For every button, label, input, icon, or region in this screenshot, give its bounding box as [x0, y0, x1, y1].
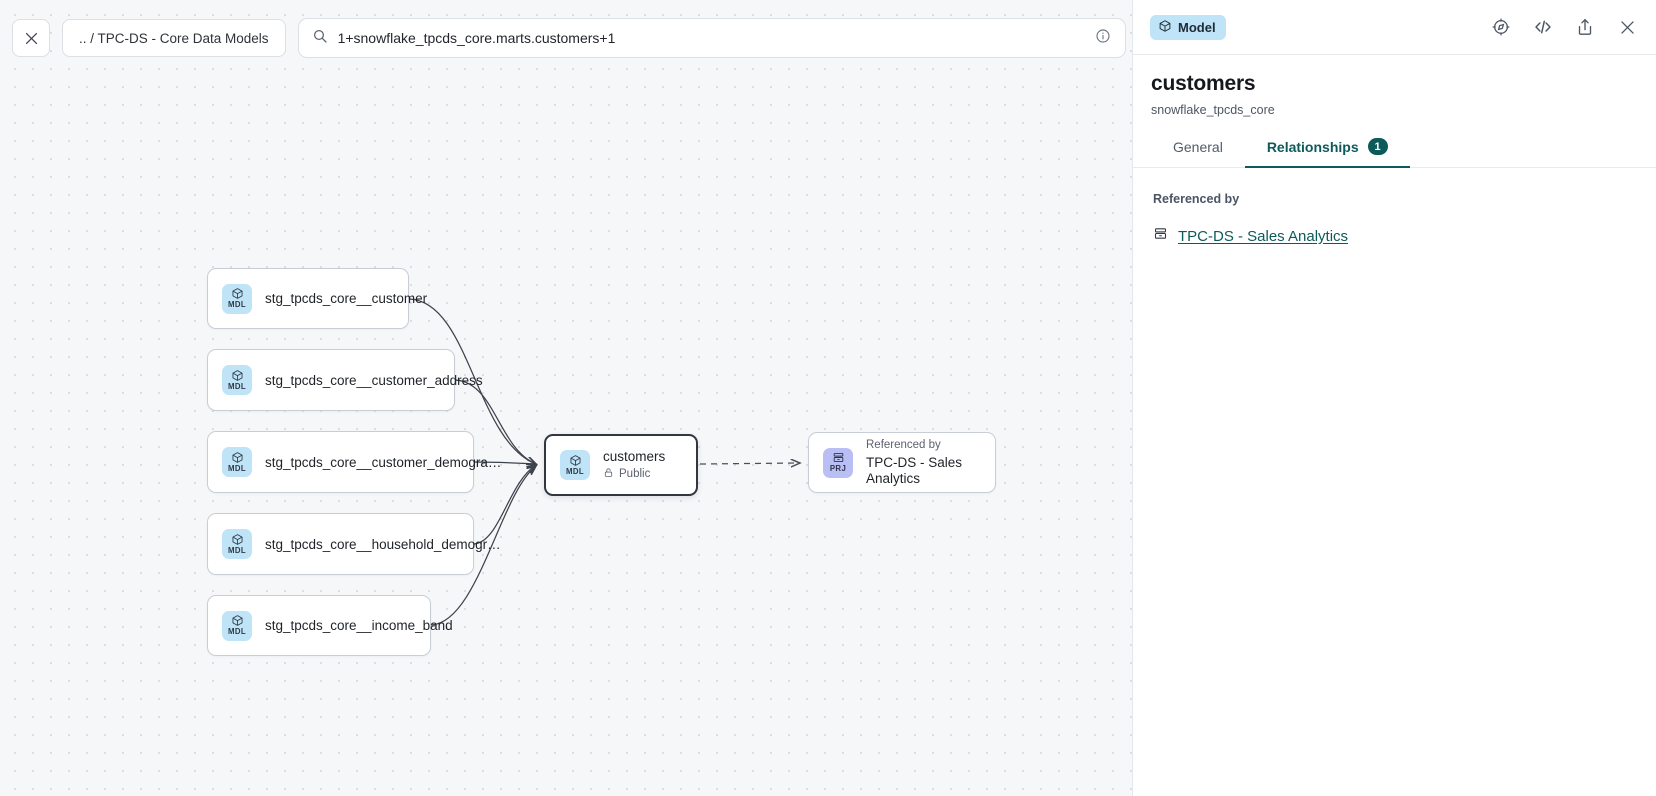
panel-actions: [1490, 16, 1638, 38]
graph-node-project[interactable]: PRJ Referenced by TPC-DS - Sales Analyti…: [808, 432, 996, 493]
node-text: Referenced by TPC-DS - Sales Analytics: [866, 438, 981, 487]
reference-link[interactable]: TPC-DS - Sales Analytics: [1178, 227, 1349, 245]
breadcrumb[interactable]: .. / TPC-DS - Core Data Models: [62, 19, 286, 57]
section-label: Referenced by: [1153, 192, 1240, 206]
project-icon: [1153, 226, 1168, 246]
badge-text: MDL: [227, 300, 247, 309]
compass-icon[interactable]: [1490, 16, 1512, 38]
close-icon: [23, 30, 40, 47]
tab-label: General: [1173, 139, 1223, 155]
cube-icon: [1158, 19, 1172, 36]
node-label: stg_tpcds_core__household_demogr…: [265, 536, 501, 552]
tab-label: Relationships: [1266, 138, 1359, 155]
type-chip-label: Model: [1178, 19, 1216, 35]
graph-node[interactable]: MDL stg_tpcds_core__customer_demogra…: [207, 431, 501, 493]
page-title: customers: [1151, 72, 1256, 95]
badge-text: MDL: [227, 463, 247, 473]
node-label: stg_tpcds_core__customer: [265, 291, 428, 306]
graph-node[interactable]: MDL stg_tpcds_core__household_demogr…: [207, 513, 501, 575]
canvas-toolbar: .. / TPC-DS - Core Data Models 1+snowfla…: [12, 18, 1132, 58]
mdl-badge: MDL: [222, 365, 252, 395]
breadcrumb-label: .. / TPC-DS - Core Data Models: [79, 30, 269, 46]
details-panel: Model: [1132, 0, 1656, 796]
mdl-badge: MDL: [560, 450, 590, 480]
mdl-badge: MDL: [222, 529, 252, 559]
node-title: TPC-DS - Sales Analytics: [866, 455, 963, 486]
badge-text: MDL: [227, 545, 247, 555]
list-item[interactable]: TPC-DS - Sales Analytics: [1153, 226, 1638, 246]
cube-icon: [231, 533, 244, 546]
type-chip[interactable]: Model: [1150, 14, 1226, 40]
prj-badge: PRJ: [823, 447, 853, 478]
cube-icon: [231, 451, 244, 464]
badge-text: PRJ: [829, 464, 847, 473]
mdl-badge: MDL: [222, 283, 252, 314]
cube-icon: [569, 454, 582, 467]
badge-text: MDL: [565, 466, 585, 476]
panel-header: Model: [1133, 0, 1656, 55]
tab-relationships[interactable]: Relationships 1: [1244, 138, 1410, 168]
node-text: customers Public: [603, 449, 665, 482]
panel-title-block: customers snowflake_tpcds_core: [1133, 55, 1656, 117]
tab-count-badge: 1: [1367, 138, 1388, 155]
node-label: stg_tpcds_core__customer_demogra…: [265, 454, 502, 470]
graph-layer: MDL stg_tpcds_core__customer MDL stg_tpc…: [207, 268, 1132, 656]
cube-icon: [231, 614, 244, 627]
panel-body: Referenced by TPC-DS - Sales Analytics: [1133, 168, 1656, 796]
badge-text: MDL: [227, 381, 247, 391]
node-label: stg_tpcds_core__customer_address: [265, 372, 483, 388]
node-kicker: Referenced by: [866, 439, 941, 451]
badge-text: MDL: [227, 627, 247, 636]
project-icon: [832, 451, 845, 464]
search-input[interactable]: 1+snowflake_tpcds_core.marts.customers+1: [337, 30, 616, 46]
lock-icon: [603, 467, 614, 482]
share-icon[interactable]: [1574, 16, 1596, 38]
node-title: customers: [603, 448, 666, 464]
cube-icon: [231, 287, 244, 300]
graph-node[interactable]: MDL stg_tpcds_core__income_band: [207, 595, 453, 656]
graph-node[interactable]: MDL stg_tpcds_core__customer: [207, 268, 427, 329]
info-circle-icon[interactable]: [1095, 28, 1111, 49]
close-icon[interactable]: [1616, 16, 1638, 38]
panel-tabs: General Relationships 1: [1133, 138, 1656, 168]
code-icon[interactable]: [1532, 16, 1554, 38]
graph-node[interactable]: MDL stg_tpcds_core__customer_address: [207, 349, 483, 411]
graph-edges: [408, 298, 1132, 626]
mdl-badge: MDL: [222, 447, 252, 477]
page-subtitle: snowflake_tpcds_core: [1151, 103, 1275, 117]
close-lineage-button[interactable]: [12, 19, 50, 57]
cube-icon: [231, 369, 244, 382]
search-icon: [312, 28, 328, 49]
node-label: stg_tpcds_core__income_band: [265, 618, 453, 633]
lineage-canvas[interactable]: .. / TPC-DS - Core Data Models 1+snowfla…: [0, 0, 1132, 796]
mdl-badge: MDL: [222, 610, 252, 641]
search-bar[interactable]: 1+snowflake_tpcds_core.marts.customers+1: [297, 18, 1126, 58]
graph-node-selected[interactable]: MDL customers Public: [544, 434, 698, 496]
tab-general[interactable]: General: [1151, 139, 1245, 168]
node-visibility: Public: [603, 467, 665, 482]
node-visibility-label: Public: [619, 468, 651, 480]
